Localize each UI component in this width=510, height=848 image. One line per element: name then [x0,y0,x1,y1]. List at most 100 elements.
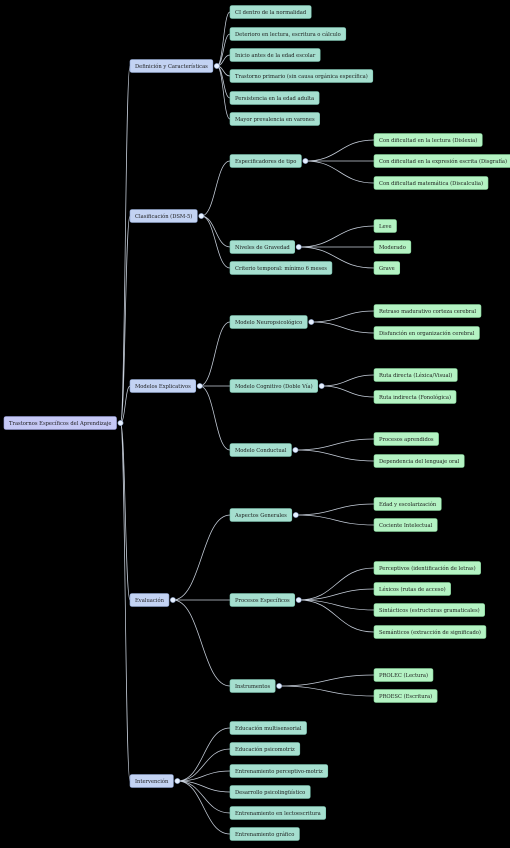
node-label: Modelo Conductual [235,448,287,454]
collapse-toggle[interactable] [318,383,325,389]
connector-line [298,599,375,633]
node-educacion-multisensorial[interactable]: Educación multisensorial [229,721,307,735]
node-dependencia-del-lenguaje-oral[interactable]: Dependencia del lenguaje oral [373,454,465,468]
collapse-toggle[interactable] [196,383,203,389]
collapse-toggle[interactable] [174,778,181,784]
node-instrumentos[interactable]: Instrumentos [229,679,276,693]
node-intervencion[interactable]: Intervención [129,774,174,788]
connector-line [295,503,375,516]
node-box [229,48,321,62]
node-entrenamiento-grafico[interactable]: Entrenamiento gráfico [229,827,300,841]
collapse-toggle[interactable] [292,447,299,453]
node-box [129,59,214,73]
node-label: Entrenamiento gráfico [235,831,294,838]
node-edad-y-escolarizacion[interactable]: Edad y escolarización [373,497,442,511]
node-ruta-indirecta-fonologica[interactable]: Ruta indirecta (Fonológica) [373,390,457,404]
node-box [229,240,296,254]
connector-line [201,215,231,269]
node-deterioro-en-lectura-escritura-o-calculo[interactable]: Deterioro en lectura, escritura o cálcul… [229,27,347,41]
connector-line [172,599,231,687]
node-label: Léxicos (rutas de acceso) [379,586,446,593]
collapse-toggle[interactable] [117,420,124,426]
node-box [129,209,198,223]
node-inicio-antes-de-la-edad-escolar[interactable]: Inicio antes de la edad escolar [229,48,321,62]
node-box [229,679,276,693]
node-perceptivos-identificacion-de-letras[interactable]: Perceptivos (identificación de letras) [373,561,481,575]
node-box [229,69,374,83]
node-moderado[interactable]: Moderado [373,240,412,254]
collapse-toggle[interactable] [308,319,315,325]
node-procesos-especificos[interactable]: Procesos Específicos [229,593,296,607]
connector-line [305,160,375,184]
collapse-toggle[interactable] [170,597,176,603]
node-ci-dentro-de-la-normalidad[interactable]: CI dentro de la normalidad [229,5,312,19]
node-label: Con dificultad en la expresión escrita (… [379,158,507,165]
node-evaluacion[interactable]: Evaluación [129,593,170,607]
node-con-dificultad-en-la-lectura-dislexia[interactable]: Con dificultad en la lectura (Dislexia) [373,133,483,147]
node-criterio-temporal-minimo-6-meses[interactable]: Criterio temporal: mínimo 6 meses [229,261,333,275]
node-box [229,827,300,841]
collapse-toggle[interactable] [302,158,309,164]
node-entrenamiento-en-lectoescritura[interactable]: Entrenamiento en lectoescritura [229,806,327,820]
node-box [229,315,308,329]
node-box [373,326,480,340]
node-prolec-lectura[interactable]: PROLEC (Lectura) [373,668,434,682]
node-trastornos-especificos-del-aprendizaje[interactable]: Trastornos Específicos del Aprendizaje [3,416,117,430]
node-educacion-psicomotriz[interactable]: Educación psicomotriz [229,742,301,756]
collapse-toggle[interactable] [198,213,205,219]
connector-line [199,321,231,387]
node-con-dificultad-en-la-expresion-escrita-d[interactable]: Con dificultad en la expresión escrita (… [373,154,510,168]
node-clasificacion-dsm-5[interactable]: Clasificación (DSM-5) [129,209,198,223]
node-aspectos-generales[interactable]: Aspectos Generales [229,508,293,522]
node-leve[interactable]: Leve [373,219,397,233]
node-grave[interactable]: Grave [373,261,401,275]
connector-line [298,588,375,601]
node-cociente-intelectual[interactable]: Cociente Intelectual [373,518,438,532]
connector-line [201,160,231,217]
node-modelo-neuropsicologico[interactable]: Modelo Neuropsicológico [229,315,308,329]
node-box [373,454,465,468]
node-box [373,582,451,596]
node-label: Aspectos Generales [234,513,287,519]
collapse-toggle[interactable] [276,683,283,689]
node-modelos-explicativos[interactable]: Modelos Explicativos [129,379,197,393]
node-persistencia-en-la-edad-adulta[interactable]: Persistencia en la edad adulta [229,91,320,105]
node-niveles-de-gravedad[interactable]: Niveles de Gravedad [229,240,296,254]
node-modelo-cognitivo-doble-via[interactable]: Modelo Cognitivo (Doble Vía) [229,379,318,393]
node-trastorno-primario-sin-causa-organica-es[interactable]: Trastorno primario (sin causa orgánica e… [229,69,374,83]
connector-line [298,225,375,248]
node-entrenamiento-perceptivo-motriz[interactable]: Entrenamiento perceptivo-motriz [229,764,329,778]
node-desarrollo-psicolinguistico[interactable]: Desarrollo psicolingüístico [229,785,311,799]
node-label: PROESC (Escritura) [379,693,432,700]
node-box [229,5,312,19]
node-con-dificultad-matematica-discalculia[interactable]: Con dificultad matemática (Discalculia) [373,176,489,190]
collapse-toggle[interactable] [213,63,220,69]
collapse-toggle[interactable] [292,512,299,518]
node-label: Sintácticos (estructuras gramaticales) [379,607,480,614]
connector-line [321,385,375,398]
node-box [373,261,401,275]
node-modelo-conductual[interactable]: Modelo Conductual [229,443,292,457]
node-label: Dependencia del lenguaje oral [379,459,460,465]
node-semanticos-extraccion-de-significado[interactable]: Semánticos (extracción de significado) [373,625,487,639]
node-box [373,304,482,318]
node-mayor-prevalencia-en-varones[interactable]: Mayor prevalencia en varones [229,112,320,126]
node-procesos-aprendidos[interactable]: Procesos aprendidos [373,432,439,446]
node-definicion-y-caracteristicas[interactable]: Definición y Características [129,59,214,73]
node-label: Modelos Explicativos [135,384,191,390]
node-label: Procesos aprendidos [379,437,434,443]
node-disfuncion-en-organizacion-cerebral[interactable]: Disfunción en organización cerebral [373,326,480,340]
collapse-toggle[interactable] [295,244,302,250]
node-proesc-escritura[interactable]: PROESC (Escritura) [373,689,438,703]
connector-line [298,599,375,611]
node-retraso-madurativo-corteza-cerebral[interactable]: Retraso madurativo corteza cerebral [373,304,482,318]
node-especificadores-de-tipo[interactable]: Especificadores de tipo [229,154,302,168]
node-ruta-directa-lexica-visual[interactable]: Ruta directa (Léxica/Visual) [373,368,458,382]
collapse-toggle[interactable] [295,597,302,603]
connector-line [177,780,231,835]
node-sintacticos-estructuras-gramaticales[interactable]: Sintácticos (estructuras gramaticales) [373,603,485,617]
node-label: Evaluación [135,597,165,604]
connector-line [177,727,231,782]
node-lexicos-rutas-de-acceso[interactable]: Léxicos (rutas de acceso) [373,582,451,596]
node-box [373,368,458,382]
